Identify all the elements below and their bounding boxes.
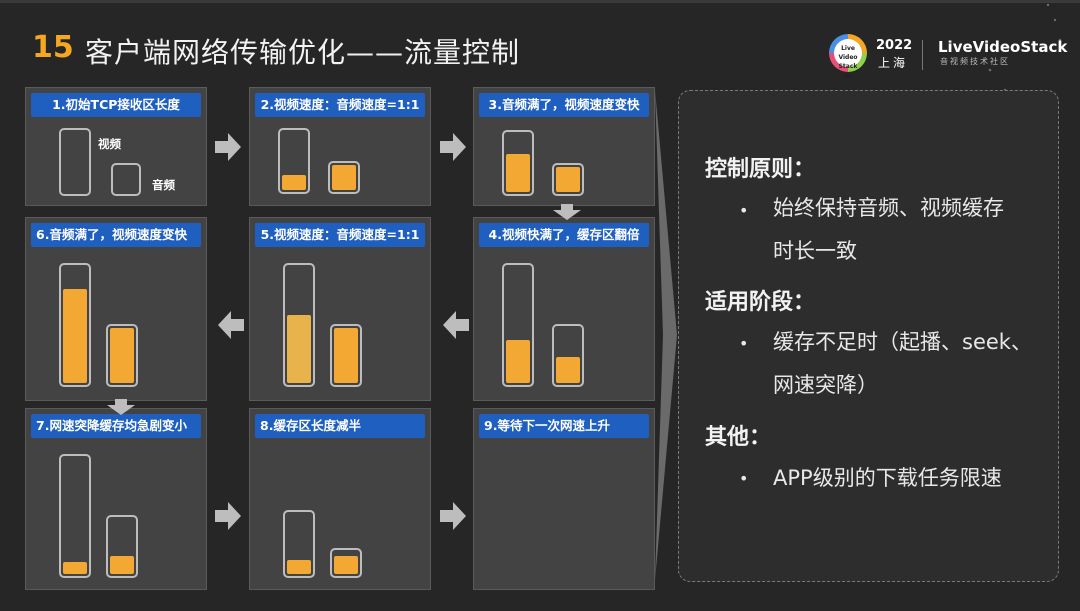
audio-buffer (328, 161, 360, 194)
video-buffer (278, 128, 310, 194)
logo-divider (922, 40, 923, 70)
step-label: 6.音频满了，视频速度变快 (31, 223, 201, 247)
step-panel-8: 8.缓存区长度减半 (249, 408, 431, 590)
buffer-fill (63, 289, 87, 383)
video-buffer (502, 130, 534, 196)
brand-name: LiveVideoStack (938, 38, 1068, 56)
video-buffer (283, 263, 315, 387)
arrow-down-icon (553, 204, 581, 220)
step-label: 5.视频速度：音频速度=1:1 (255, 223, 425, 247)
arrow-left-icon (218, 311, 244, 339)
buffer-fill (332, 165, 356, 190)
arrow-left-icon (443, 311, 469, 339)
audio-buffer (552, 163, 584, 196)
brand-subtitle: 音视频技术社区 (940, 57, 1010, 66)
audio-buffer (330, 548, 362, 578)
video-buffer (502, 263, 534, 387)
buffer-fill (506, 154, 530, 192)
arrow-down-icon (107, 399, 135, 415)
buffer-fill (282, 175, 306, 190)
principle-text-line1: 始终保持音频、视频缓存 (773, 196, 1004, 220)
step-panel-2: 2.视频速度：音频速度=1:1 (249, 87, 431, 206)
chevron-right-icon (655, 90, 677, 580)
buffer-fill (506, 340, 530, 383)
step-label: 4.视频快满了，缓存区翻倍 (479, 223, 649, 247)
step-panel-9: 9.等待下一次网速上升 (473, 408, 655, 590)
step-label: 2.视频速度：音频速度=1:1 (255, 93, 425, 117)
buffer-fill (110, 328, 134, 383)
heading-others: 其他： (705, 425, 772, 450)
page-title: 客户端网络传输优化——流量控制 (85, 36, 521, 69)
step-label: 7.网速突降缓存均急剧变小 (31, 414, 201, 438)
step-panel-7: 7.网速突降缓存均急剧变小 (25, 408, 207, 590)
principle-text-line2: 时长一致 (773, 239, 857, 263)
audio-buffer (330, 324, 362, 387)
step-panel-3: 3.音频满了，视频速度变快 (473, 87, 655, 206)
stage-text-line1: 缓存不足时（起播、seek、 (773, 330, 1032, 354)
video-buffer (59, 263, 91, 387)
principles-box: 控制原则： • 始终保持音频、视频缓存 时长一致 适用阶段： • 缓存不足时（起… (678, 90, 1059, 582)
buffer-fill (334, 328, 358, 383)
bullet-icon: • (739, 201, 749, 220)
video-buffer-label: 视频 (98, 137, 121, 151)
buffer-fill (287, 560, 311, 574)
step-panel-6: 6.音频满了，视频速度变快 (25, 217, 207, 401)
step-panel-5: 5.视频速度：音频速度=1:1 (249, 217, 431, 401)
buffer-fill (63, 562, 87, 574)
audio-buffer (111, 163, 141, 196)
bullet-icon: • (739, 334, 749, 353)
arrow-right-icon (215, 133, 241, 161)
buffer-fill (110, 556, 134, 574)
buffer-fill (287, 315, 311, 383)
step-label: 8.缓存区长度减半 (255, 414, 425, 438)
step-label: 1.初始TCP接收区长度 (31, 93, 201, 117)
audio-buffer-label: 音频 (152, 178, 175, 192)
video-buffer (59, 128, 91, 196)
logo-year: 2022 (876, 38, 913, 53)
heading-applicable-stage: 适用阶段： (705, 290, 816, 315)
step-label: 3.音频满了，视频速度变快 (479, 93, 649, 117)
buffer-fill (556, 167, 580, 192)
step-label: 9.等待下一次网速上升 (479, 414, 649, 438)
bullet-icon: • (739, 469, 749, 488)
audio-buffer (106, 324, 138, 387)
logo-city: 上海 (878, 56, 909, 70)
top-border (0, 0, 1080, 3)
audio-buffer (106, 515, 138, 578)
buffer-fill (556, 357, 580, 383)
page-number: 15 (32, 30, 74, 65)
step-panel-1: 1.初始TCP接收区长度 视频 音频 (25, 87, 207, 206)
heading-control-principle: 控制原则： (705, 157, 816, 182)
others-text-line1: APP级别的下载任务限速 (773, 466, 1002, 490)
arrow-right-icon (440, 502, 466, 530)
arrow-right-icon (440, 133, 466, 161)
audio-buffer (552, 324, 584, 387)
buffer-fill (334, 556, 358, 574)
video-buffer (59, 454, 91, 578)
conference-logo: Live Video Stack on (829, 34, 867, 79)
arrow-right-icon (215, 502, 241, 530)
stage-text-line2: 网速突降） (773, 373, 878, 397)
logo-badge-text: Live Video Stack on (834, 39, 862, 79)
step-panel-4: 4.视频快满了，缓存区翻倍 (473, 217, 655, 401)
video-buffer (283, 510, 315, 578)
